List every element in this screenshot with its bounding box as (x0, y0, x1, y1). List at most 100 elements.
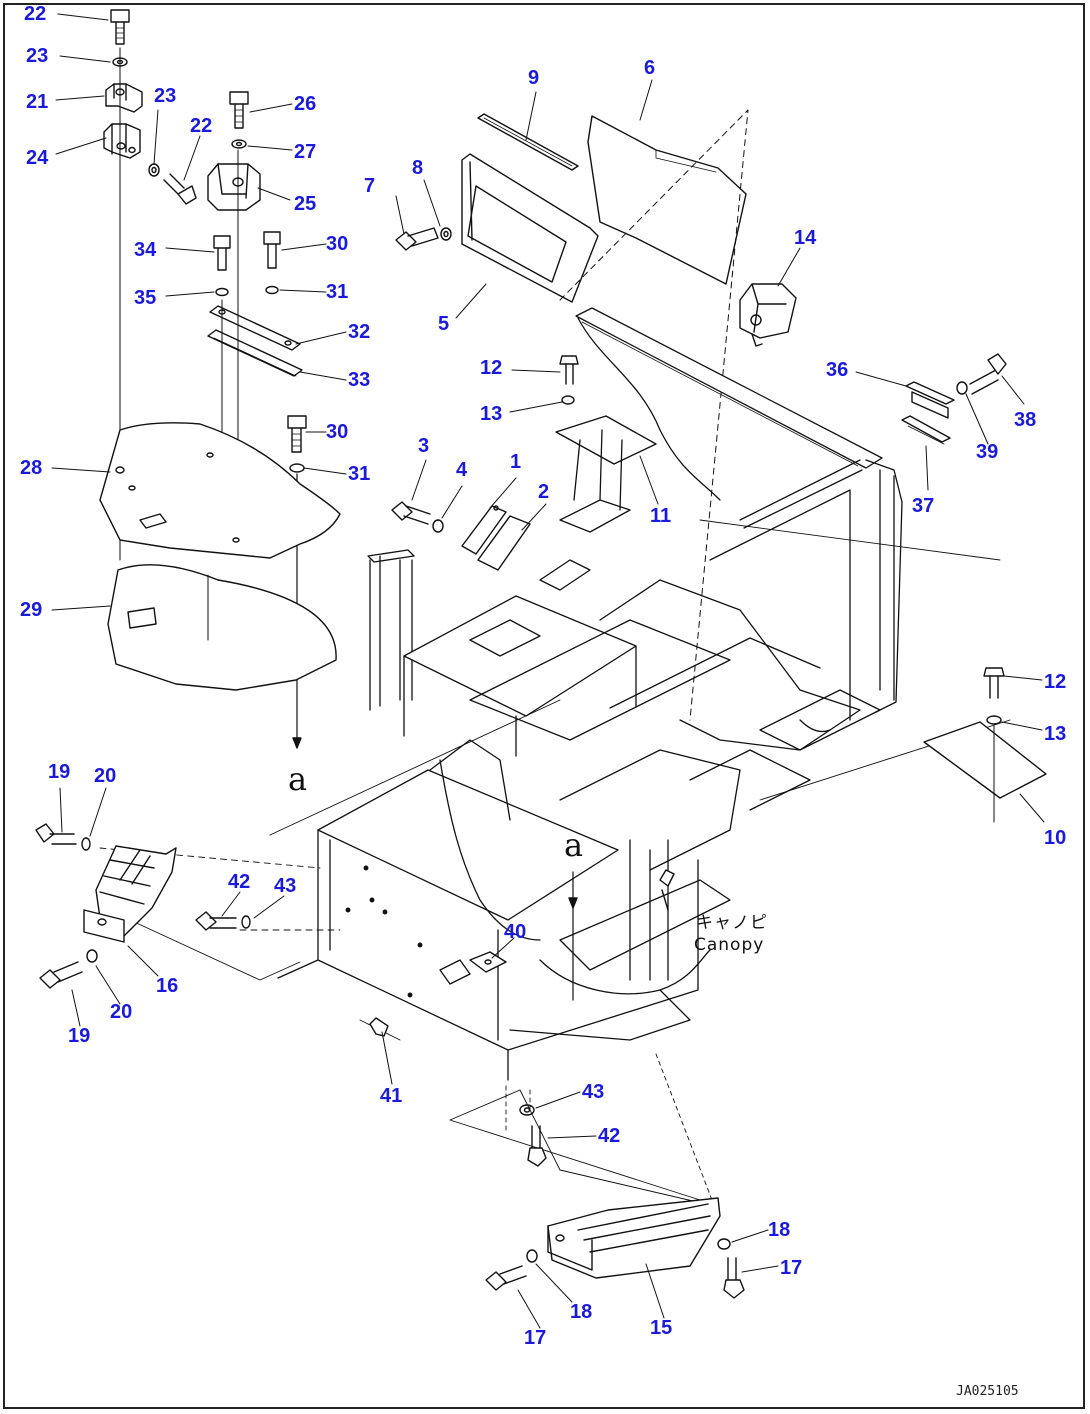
bolt-19-lower (39, 961, 83, 989)
ref-arrow-center (568, 871, 578, 1001)
label-24: 24 (26, 147, 49, 169)
washer-39 (956, 381, 968, 395)
label-26: 26 (294, 93, 317, 115)
bolt-17-left (485, 1265, 527, 1291)
clip-41 (369, 1017, 389, 1037)
label-12: 12 (480, 357, 503, 379)
strip-36 (905, 381, 955, 419)
label-18: 18 (570, 1301, 593, 1323)
label-17: 17 (524, 1327, 547, 1349)
label-39: 39 (976, 441, 999, 463)
gasket-1 (461, 505, 507, 555)
label-37: 37 (912, 495, 935, 517)
label-31: 31 (326, 281, 349, 303)
washer-27 (231, 139, 247, 149)
reference-a-center: a (564, 826, 584, 864)
canopy-pin (659, 869, 675, 911)
label-30: 30 (326, 421, 349, 443)
label-29: 29 (20, 599, 43, 621)
label-27: 27 (294, 141, 317, 163)
cover-5 (461, 153, 599, 303)
label-36: 36 (826, 359, 849, 381)
label-25: 25 (294, 193, 317, 215)
bolt-12-center (559, 355, 579, 385)
label-40: 40 (504, 921, 527, 943)
washer-4 (432, 519, 444, 533)
step-16 (83, 845, 177, 943)
label-32: 32 (348, 321, 371, 343)
floor-mat-29 (107, 564, 337, 691)
lamp-14 (739, 283, 797, 347)
label-42: 42 (228, 871, 251, 893)
canopy-note-en: Canopy (694, 935, 765, 955)
label-35: 35 (134, 287, 157, 309)
canopy-note-jp: キャノピ (696, 913, 768, 933)
label-42: 42 (598, 1125, 621, 1147)
bolt-7 (395, 227, 439, 251)
label-18: 18 (768, 1219, 791, 1241)
bolt-42-bottom (527, 1125, 547, 1167)
label-11: 11 (650, 505, 672, 527)
washer-31-top (265, 285, 279, 295)
label-31: 31 (348, 463, 371, 485)
bolt-34 (213, 235, 231, 271)
bolt-26 (229, 91, 249, 129)
bolt-30-top (263, 231, 281, 269)
drawing-code: JA025105 (956, 1384, 1019, 1399)
washer-18-right (717, 1238, 731, 1250)
washer-13-center (561, 395, 575, 405)
leader-lines (51, 13, 1045, 1329)
strip-37 (901, 415, 951, 445)
washer-23-side (148, 163, 160, 177)
label-14: 14 (794, 227, 817, 249)
label-23: 23 (154, 85, 177, 107)
label-17: 17 (780, 1257, 803, 1279)
washer-13-right (986, 715, 1002, 725)
label-3: 3 (418, 435, 430, 457)
label-22: 22 (190, 115, 213, 137)
label-15: 15 (650, 1317, 673, 1339)
bolt-17-right (723, 1257, 745, 1299)
label-2: 2 (538, 481, 550, 503)
label-5: 5 (438, 313, 450, 335)
plate-11 (555, 415, 657, 465)
label-16: 16 (156, 975, 179, 997)
bracket-24 (103, 123, 141, 159)
label-43: 43 (582, 1081, 605, 1103)
bolt-22-top (110, 9, 130, 45)
label-13: 13 (480, 403, 503, 425)
plate-10 (923, 721, 1047, 823)
washer-43-bottom (519, 1104, 535, 1116)
label-6: 6 (644, 57, 656, 79)
washer-20-lower (86, 949, 98, 963)
label-19: 19 (68, 1025, 91, 1047)
bracket-21 (105, 83, 143, 113)
plate-2 (477, 515, 531, 571)
bolt-19-upper (35, 823, 77, 845)
label-21: 21 (26, 91, 49, 113)
cover-6 (587, 115, 747, 285)
plate-32 (209, 305, 301, 351)
label-23: 23 (26, 45, 49, 67)
label-34: 34 (134, 239, 157, 261)
washer-35 (215, 287, 229, 297)
label-4: 4 (456, 459, 468, 481)
bolt-12-right (983, 667, 1005, 699)
label-7: 7 (364, 175, 376, 197)
washer-43-left (241, 915, 251, 929)
label-9: 9 (528, 67, 540, 89)
main-frame (277, 307, 903, 1081)
washer-31-lower (289, 463, 305, 473)
label-38: 38 (1014, 409, 1037, 431)
bolt-38 (969, 353, 1007, 395)
label-41: 41 (380, 1085, 403, 1107)
bracket-25 (207, 163, 261, 211)
bolt-30-lower (287, 415, 307, 453)
label-10: 10 (1044, 827, 1067, 849)
label-12: 12 (1044, 671, 1067, 693)
washer-18-left (526, 1249, 538, 1263)
clip-40 (469, 951, 507, 973)
label-1: 1 (510, 451, 522, 473)
strip-9 (477, 113, 579, 171)
